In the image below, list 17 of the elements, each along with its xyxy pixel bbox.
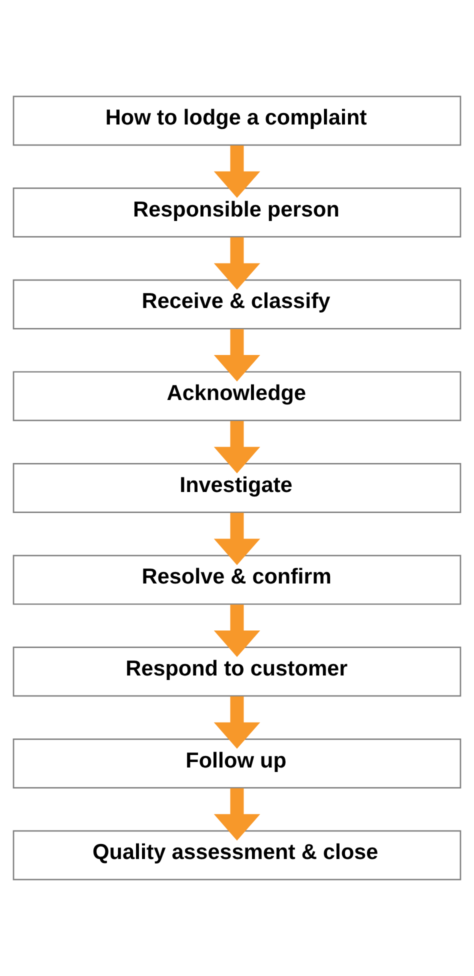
arrow (214, 788, 260, 841)
arrow (214, 145, 260, 198)
node-box: Quality assessment & close (12, 830, 462, 880)
node-box: Receive & classify (12, 279, 462, 330)
node-box: Respond to customer (12, 646, 462, 697)
arrow (214, 237, 260, 290)
node-box: Acknowledge (12, 371, 462, 422)
arrow (214, 604, 260, 657)
arrow (214, 420, 260, 474)
arrow (214, 329, 260, 382)
node-box: Resolve & confirm (12, 554, 462, 605)
arrow (214, 696, 260, 749)
node-box: Follow up (12, 738, 462, 788)
arrow (214, 512, 260, 566)
node-box: Responsible person (12, 188, 462, 238)
node-box: Investigate (12, 463, 462, 513)
node-box: How to lodge a complaint (12, 96, 462, 146)
